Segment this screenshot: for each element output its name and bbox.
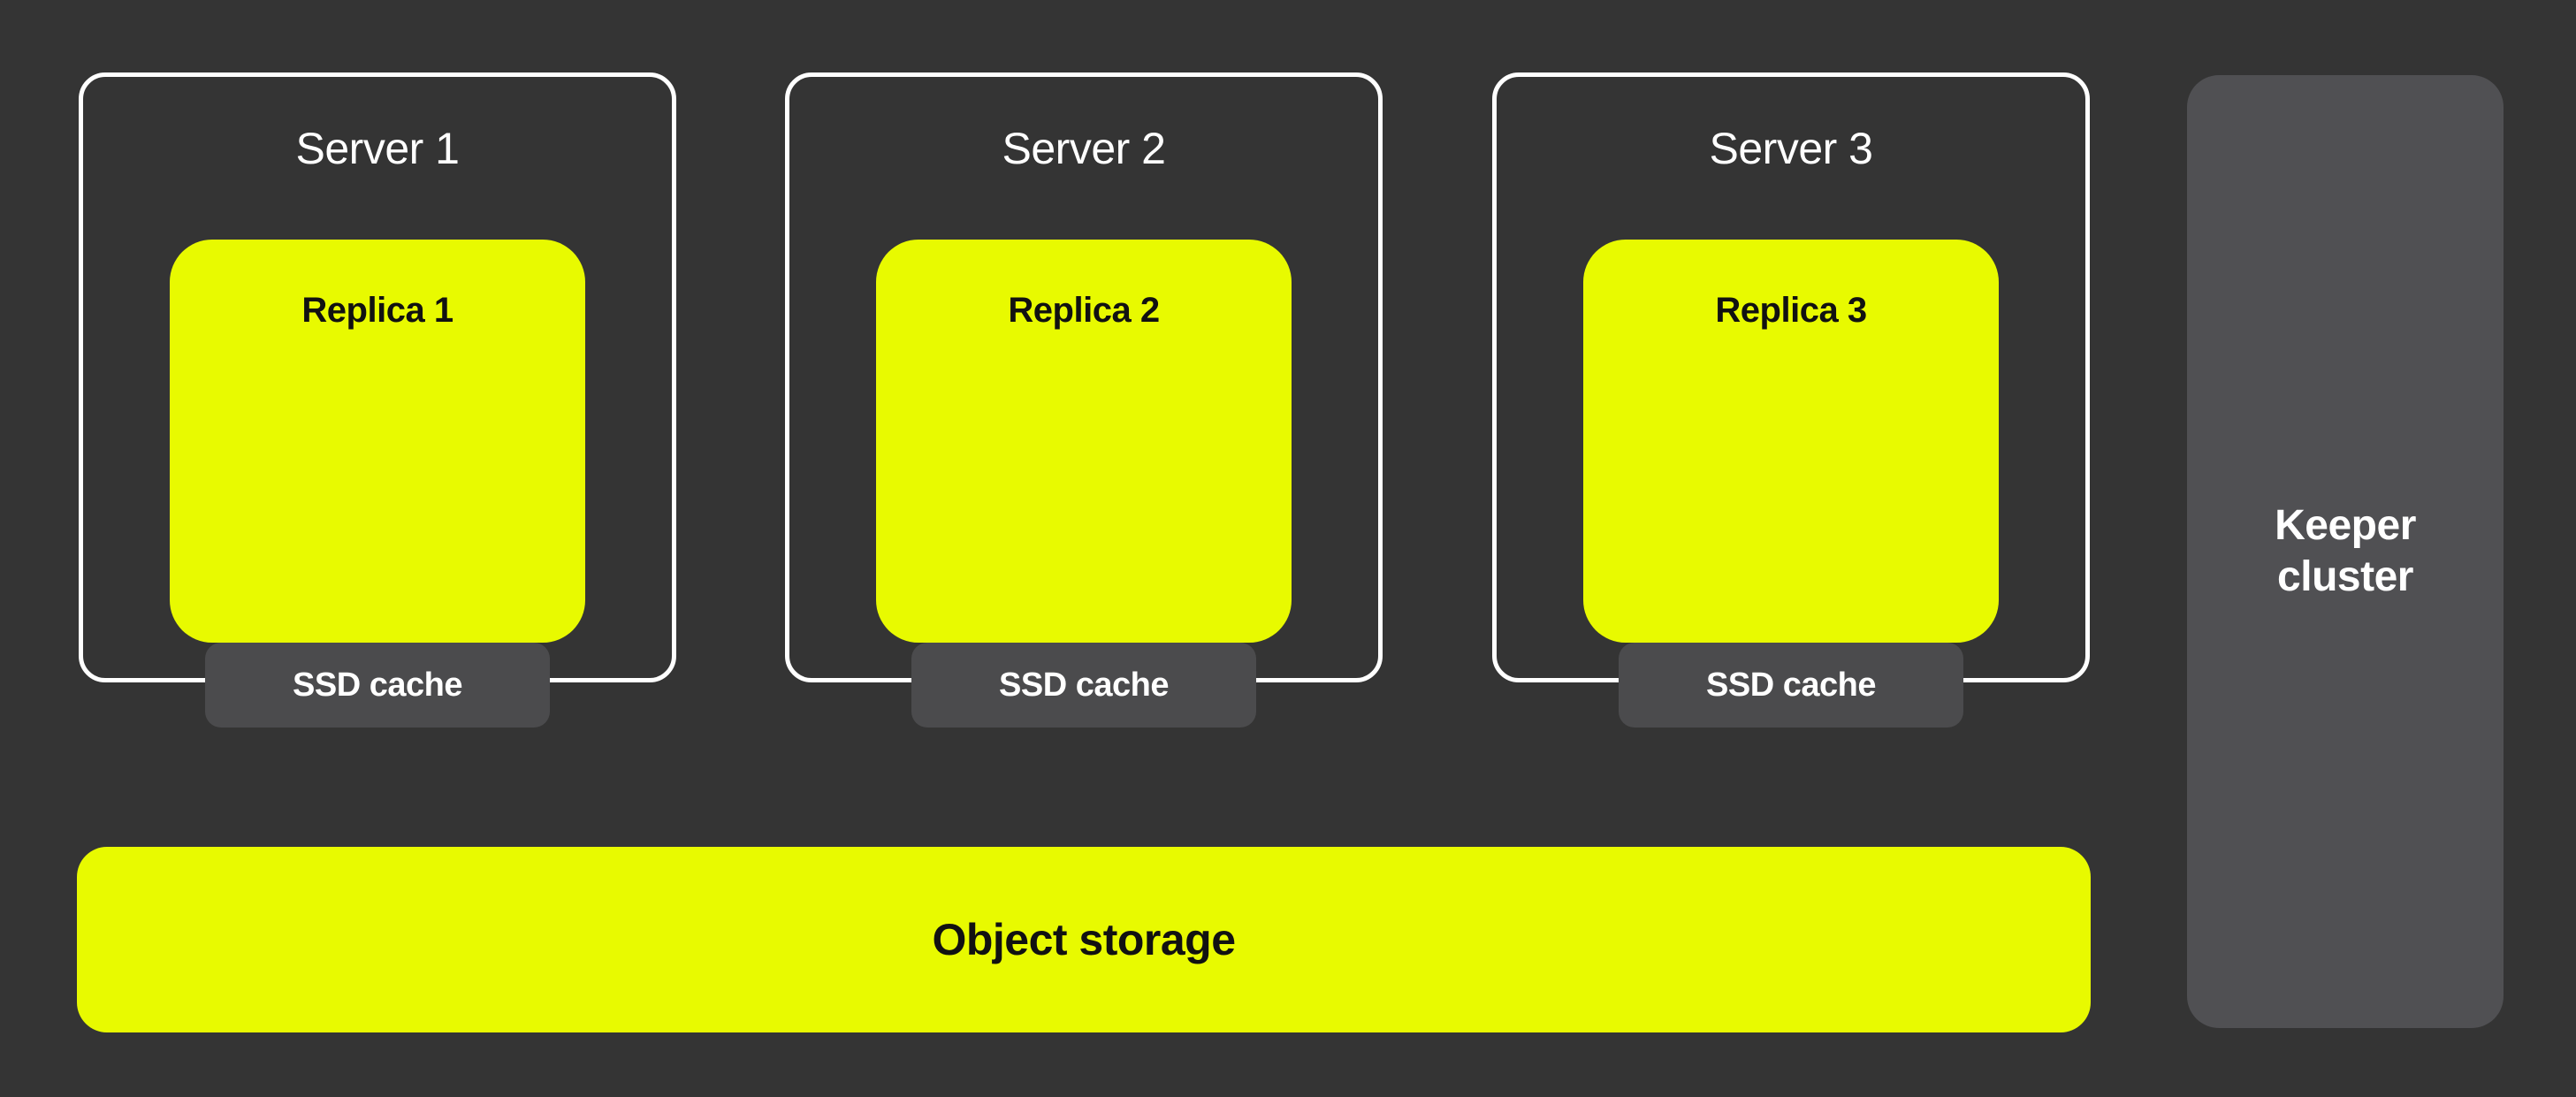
server-2-ssd-cache-chip: SSD cache: [911, 643, 1256, 728]
server-1-ssd-cache-chip: SSD cache: [205, 643, 550, 728]
replica-3-label: Replica 3: [1715, 291, 1867, 330]
server-2-title: Server 2: [1002, 124, 1166, 173]
server-3-ssd-cache-chip: SSD cache: [1619, 643, 1963, 728]
server-1-ssd-cache-label: SSD cache: [293, 666, 462, 704]
server-1-title: Server 1: [295, 124, 460, 173]
object-storage-label: Object storage: [932, 915, 1236, 964]
object-storage-bar: Object storage: [77, 847, 2091, 1032]
server-3-title: Server 3: [1709, 124, 1873, 173]
replica-2-label: Replica 2: [1008, 291, 1160, 330]
server-3-box: Server 3 Replica 3 SSD cache: [1492, 72, 2090, 728]
server-2-box: Server 2 Replica 2 SSD cache: [785, 72, 1383, 728]
server-2-ssd-cache-label: SSD cache: [999, 666, 1169, 704]
keeper-cluster-box: Keeper cluster: [2187, 75, 2504, 1028]
replica-2-box: Replica 2: [876, 240, 1292, 643]
server-1-box: Server 1 Replica 1 SSD cache: [79, 72, 676, 728]
replica-1-label: Replica 1: [301, 291, 453, 330]
replica-1-box: Replica 1: [170, 240, 585, 643]
replica-3-box: Replica 3: [1583, 240, 1999, 643]
keeper-cluster-label: Keeper cluster: [2275, 502, 2416, 600]
server-3-ssd-cache-label: SSD cache: [1706, 666, 1876, 704]
